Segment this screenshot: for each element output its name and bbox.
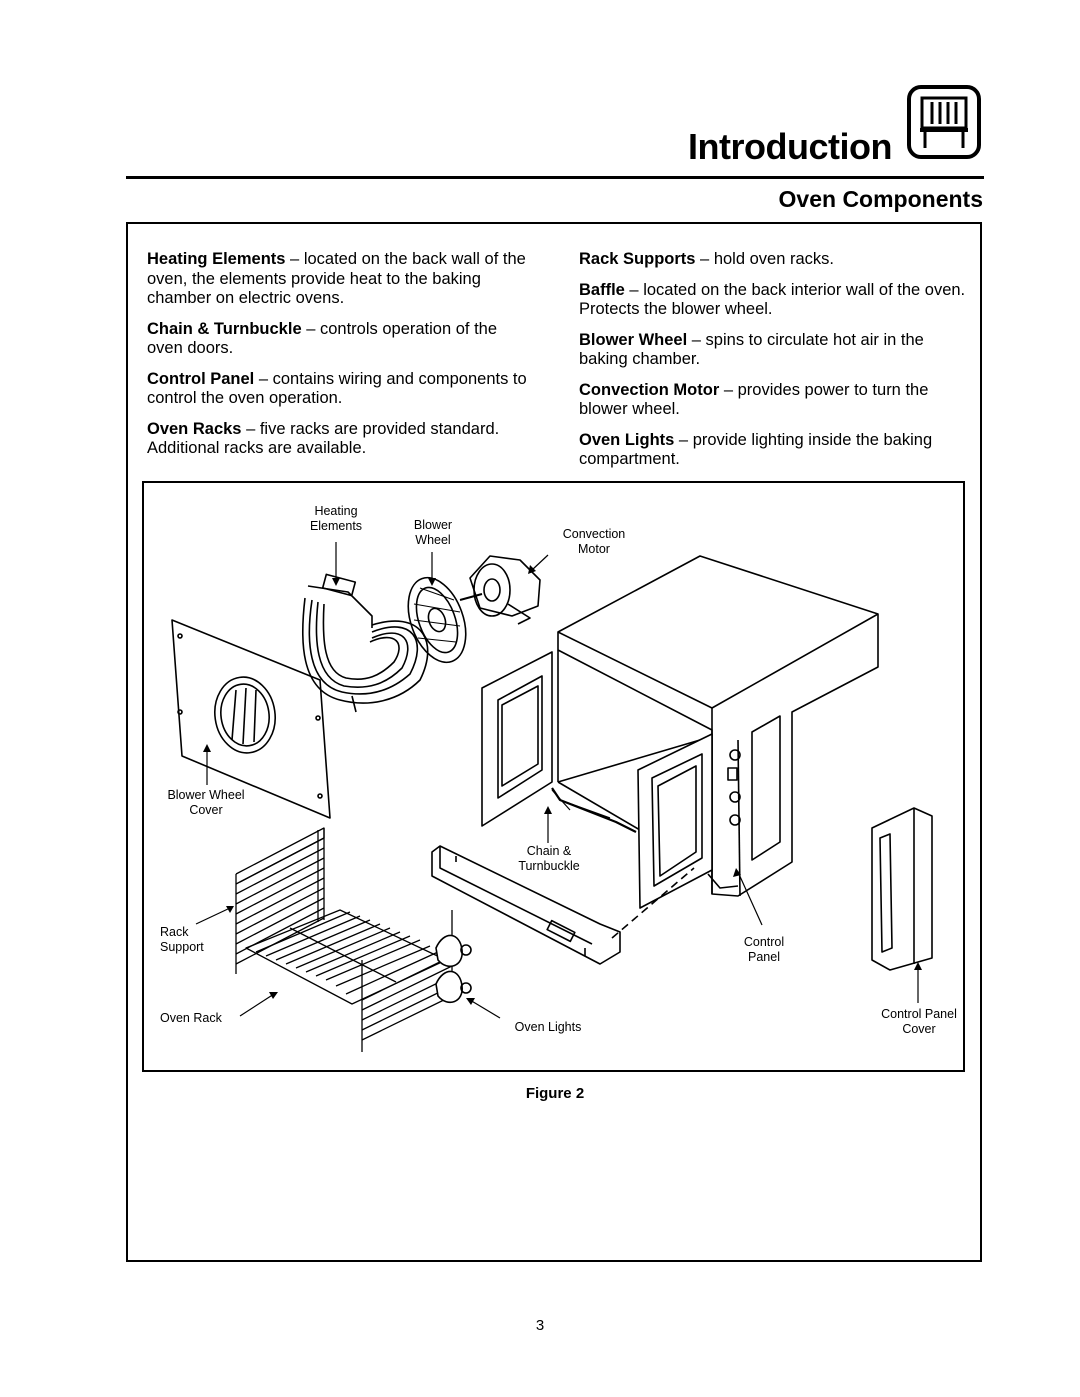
components-list-right: Rack Supports – hold oven racks. Baffle … <box>579 250 971 481</box>
section-title: Oven Components <box>778 186 983 212</box>
content-frame <box>126 222 982 1262</box>
label-convection-motor: Convection Motor <box>562 527 626 556</box>
component-item: Oven Racks – five racks are provided sta… <box>147 419 500 458</box>
component-item: Rack Supports – hold oven racks. <box>579 250 834 268</box>
leader-lines <box>195 542 919 1019</box>
oven-icon <box>907 85 981 159</box>
component-item: Convection Motor – provides power to tur… <box>579 380 929 419</box>
label-rack-support: Rack Support <box>160 925 204 954</box>
label-heating-elements: Heating Elements <box>309 504 363 533</box>
label-chain-turnbuckle: Chain & Turnbuckle <box>518 844 580 873</box>
component-item: Baffle – located on the back interior wa… <box>579 280 966 319</box>
label-oven-lights: Oven Lights <box>514 1020 582 1034</box>
oven-lights <box>435 934 472 1004</box>
page-number: 3 <box>535 1317 545 1334</box>
blower-wheel-cover <box>171 619 331 819</box>
chain-turnbuckle <box>551 787 637 833</box>
oven-rack <box>245 909 447 1005</box>
component-item: Chain & Turnbuckle – controls operation … <box>147 319 498 358</box>
page-title: Introduction <box>688 126 892 167</box>
heating-elements <box>301 573 429 713</box>
oven-cabinet <box>557 555 879 897</box>
component-item: Control Panel – contains wiring and comp… <box>147 369 527 408</box>
header-rule <box>126 176 984 179</box>
blower-wheel <box>407 576 467 664</box>
label-control-panel: Control Panel <box>743 935 785 964</box>
figure-box <box>142 481 965 1072</box>
convection-motor <box>459 555 541 625</box>
component-item: Heating Elements – located on the back w… <box>147 250 526 307</box>
bottom-rail <box>431 845 621 965</box>
left-door <box>481 651 553 827</box>
figure-caption: Figure 2 <box>525 1085 585 1102</box>
right-door <box>637 733 713 909</box>
label-blower-wheel-cover: Blower Wheel Cover <box>167 788 245 817</box>
component-item: Blower Wheel – spins to circulate hot ai… <box>579 330 924 369</box>
label-control-panel-cover: Control Panel Cover <box>881 1007 957 1036</box>
label-blower-wheel: Blower Wheel <box>413 518 453 547</box>
components-list-left: Heating Elements – located on the back w… <box>147 250 537 470</box>
control-panel-cover <box>871 807 933 971</box>
component-item: Oven Lights – provide lighting inside th… <box>579 430 933 469</box>
label-oven-rack: Oven Rack <box>160 1011 222 1025</box>
